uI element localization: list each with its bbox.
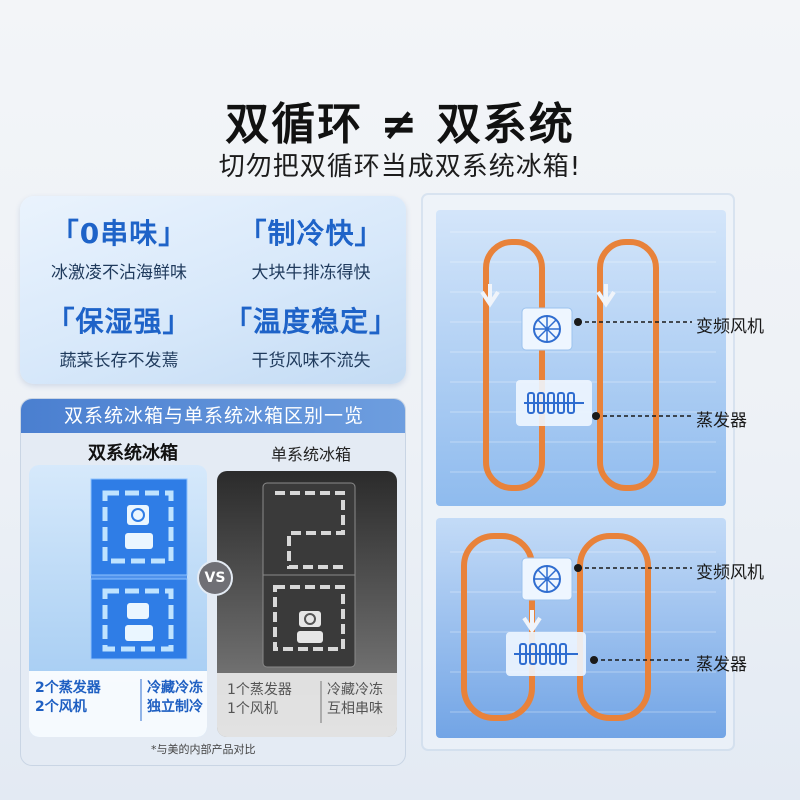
single-spec-right: 冷藏冷冻 互相串味 <box>327 681 383 719</box>
page-subtitle: 切勿把双循环当成双系统冰箱! <box>218 152 582 182</box>
single-spec-left: 1个蒸发器 1个风机 <box>227 681 292 719</box>
upper-compartment <box>436 210 726 506</box>
arrow-down-icon <box>596 284 616 308</box>
dual-system-title: 双系统冰箱 <box>88 443 178 464</box>
single-system-title: 单系统冰箱 <box>270 445 351 464</box>
label-upper-fan: 变频风机 <box>696 317 764 337</box>
feature-moisture: 「保湿强」 蔬菜长存不发蔫 <box>24 300 214 371</box>
feature-heading: 「0串味」 <box>50 217 188 250</box>
dual-spec-fans: 2个风机 <box>35 699 87 715</box>
dual-fridge-illustration <box>29 478 207 737</box>
feature-no-odor: 「0串味」 冰激凌不沾海鲜味 <box>24 212 214 283</box>
comparison-header: 双系统冰箱与单系统冰箱区别一览 <box>21 399 405 433</box>
fridge-diagram <box>421 193 735 751</box>
single-system-card: 1个蒸发器 1个风机 冷藏冷冻 互相串味 <box>217 471 397 737</box>
feature-heading: 「制冷快」 <box>238 217 384 250</box>
feature-desc: 蔬菜长存不发蔫 <box>59 351 179 371</box>
dual-system-card: 2个蒸发器 2个风机 冷藏冷冻 独立制冷 <box>29 465 207 737</box>
feature-desc: 干货风味不流失 <box>251 351 371 371</box>
label-lower-evaporator: 蒸发器 <box>696 655 747 675</box>
feature-card: 「0串味」 冰激凌不沾海鲜味 「制冷快」 大块牛排冻得快 「保湿强」 蔬菜长存不… <box>20 196 406 384</box>
vs-badge: VS <box>199 562 231 594</box>
dual-spec-right: 冷藏冷冻 独立制冷 <box>147 679 203 717</box>
single-spec-zones: 冷藏冷冻 <box>327 682 383 698</box>
label-lower-fan: 变频风机 <box>696 563 764 583</box>
lower-airflow-loop-right <box>577 533 651 721</box>
upper-airflow-loop-left <box>483 239 545 491</box>
single-spec-fans: 1个风机 <box>227 701 278 717</box>
dual-spec-zones: 冷藏冷冻 <box>147 680 203 696</box>
arrow-down-icon <box>480 284 500 308</box>
fridge-airflow-illustration <box>420 192 740 758</box>
dual-spec-left: 2个蒸发器 2个风机 <box>35 679 101 717</box>
dual-spec-evaporators: 2个蒸发器 <box>35 680 101 696</box>
feature-heading: 「保湿强」 <box>46 305 192 338</box>
upper-airflow-loop-right <box>597 239 659 491</box>
comparison-panel: 双系统冰箱与单系统冰箱区别一览 双系统冰箱 单系统冰箱 2个蒸发器 2个风机 冷… <box>20 398 406 766</box>
page-title: 双循环 ≠ 双系统 <box>225 99 575 150</box>
feature-heading: 「温度稳定」 <box>223 305 398 338</box>
footnote: *与美的内部产品对比 <box>151 743 256 756</box>
single-spec-odor-mixing: 互相串味 <box>327 701 383 717</box>
feature-desc: 大块牛排冻得快 <box>251 263 371 283</box>
single-fridge-illustration <box>217 482 397 737</box>
feature-desc: 冰激凌不沾海鲜味 <box>51 263 187 283</box>
dual-spec-independent: 独立制冷 <box>147 699 203 715</box>
label-upper-evaporator: 蒸发器 <box>696 411 747 431</box>
single-spec-evaporators: 1个蒸发器 <box>227 682 292 698</box>
arrow-down-icon <box>522 610 542 634</box>
feature-stable-temp: 「温度稳定」 干货风味不流失 <box>216 300 406 371</box>
feature-fast-cooling: 「制冷快」 大块牛排冻得快 <box>216 212 406 283</box>
